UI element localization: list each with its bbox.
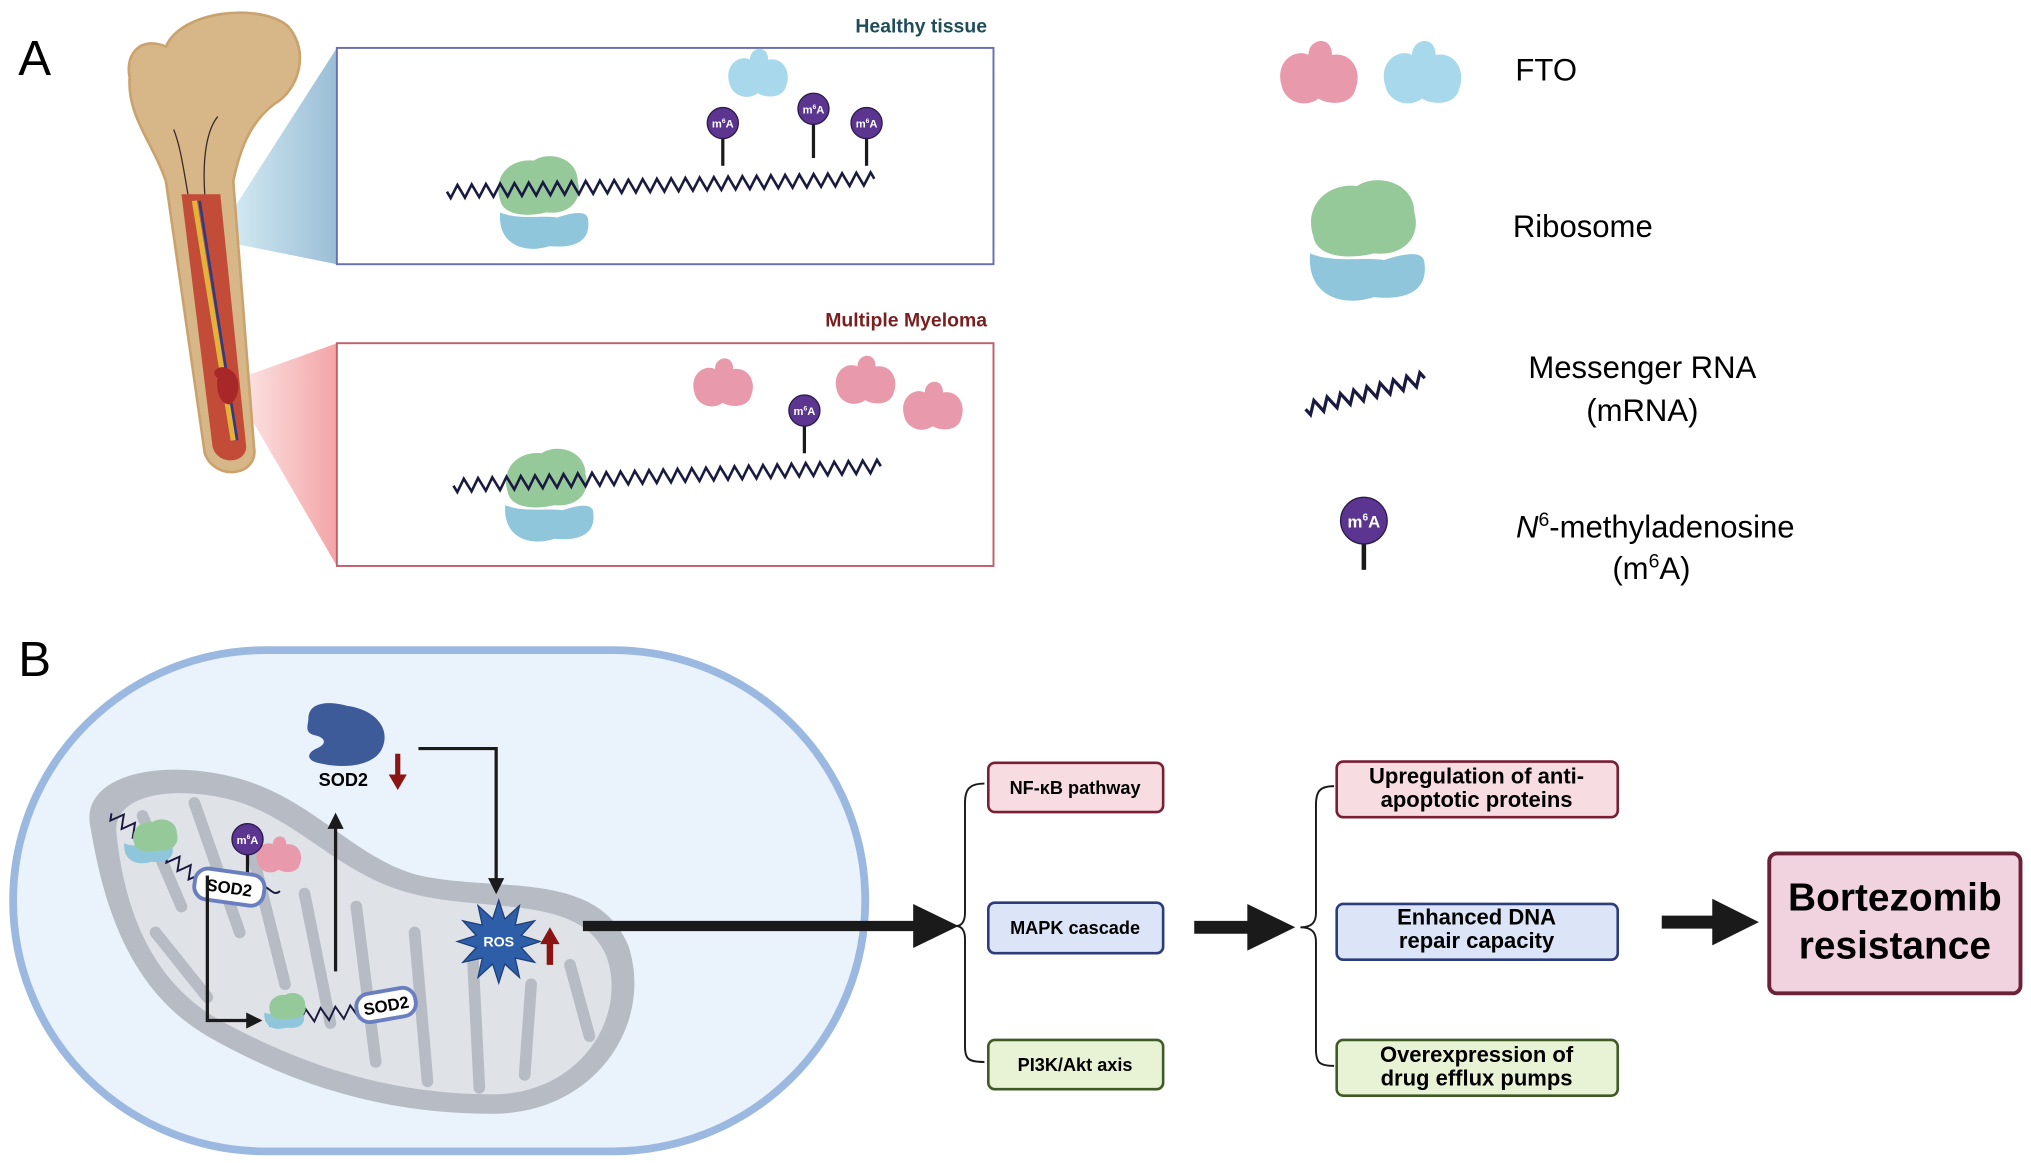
- panel-b-label: B: [18, 632, 51, 687]
- effect-label: Upregulation of anti-: [1369, 764, 1584, 789]
- effect-box: Upregulation of anti- apoptotic proteins: [1335, 760, 1620, 819]
- m6a-label: m6A: [794, 406, 816, 419]
- multiple-myeloma-title: Multiple Myeloma: [825, 309, 987, 331]
- outcome-label: resistance: [1799, 924, 1991, 967]
- effect-label: repair capacity: [1399, 928, 1555, 953]
- legend-mrna-abbrev: (mRNA): [1586, 393, 1698, 428]
- ros-star-icon: [455, 897, 543, 986]
- multiple-myeloma-box: [335, 342, 995, 567]
- m6a-pin: m6A: [788, 394, 821, 454]
- m6a-pin: m6A: [231, 823, 264, 876]
- effects-to-outcome-arrow: [1661, 898, 1759, 946]
- sod2-protein-label: SOD2: [319, 770, 368, 790]
- effect-box: Enhanced DNA repair capacity: [1335, 902, 1620, 961]
- outcome-box: Bortezomib resistance: [1767, 851, 2023, 996]
- sod2-to-ros-arrow: [418, 746, 505, 895]
- healthy-tissue-title: Healthy tissue: [855, 15, 987, 37]
- fto-pink-icon: [1280, 40, 1358, 104]
- pathway-label: PI3K/Akt axis: [1018, 1055, 1133, 1075]
- effect-label: Enhanced DNA: [1397, 905, 1556, 930]
- m6a-circle: [797, 92, 830, 125]
- healthy-tissue-box: [335, 46, 995, 266]
- ros-to-pathways-arrow: [582, 903, 959, 949]
- effect-label: apoptotic proteins: [1381, 787, 1573, 812]
- effect-label: drug efflux pumps: [1381, 1065, 1573, 1090]
- ros-label: ROS: [483, 935, 514, 951]
- brace-effects: [1300, 785, 1335, 1067]
- pathway-label: MAPK cascade: [1010, 918, 1140, 938]
- healthy-zoom-wedge: [213, 47, 337, 265]
- brace-pathways: [955, 782, 985, 1063]
- legend: FTO Ribosome Messenger RNA (mRNA) m6A N6…: [1280, 40, 1795, 586]
- legend-ribosome-label: Ribosome: [1513, 209, 1653, 244]
- pathway-box: MAPK cascade: [987, 901, 1165, 955]
- m6a-pin: m6A: [706, 106, 739, 166]
- effect-box: Overexpression of drug efflux pumps: [1335, 1038, 1620, 1097]
- m6a-circle: [231, 823, 264, 856]
- ribosome-icon: [1309, 180, 1425, 301]
- m6a-pin: m6A: [850, 106, 883, 166]
- outcome-label: Bortezomib: [1788, 876, 2002, 919]
- m6a-label: m6A: [1348, 513, 1381, 532]
- fto-blue-icon: [1383, 40, 1462, 104]
- m6a-circle: [850, 106, 883, 140]
- m6a-pin: m6A: [797, 92, 830, 159]
- m6a-circle: [706, 106, 739, 140]
- effect-label: Overexpression of: [1380, 1042, 1574, 1067]
- mrna-icon: [1304, 369, 1426, 419]
- translation-arrow: [205, 875, 263, 1029]
- legend-mrna-label: Messenger RNA: [1528, 350, 1756, 385]
- m6a-label: m6A: [712, 118, 734, 131]
- mrna-myeloma: [452, 457, 882, 495]
- sod2-gene-pill: [354, 985, 418, 1025]
- decrease-arrow-icon: [388, 753, 407, 791]
- legend-fto-label: FTO: [1515, 52, 1577, 87]
- pathway-box: NF-κB pathway: [987, 761, 1165, 814]
- femur-bone-illustration: [127, 11, 302, 474]
- legend-m6a-label: N6-methyladenosine: [1516, 509, 1795, 545]
- panel-a-label: A: [18, 31, 51, 86]
- m6a-circle: [788, 394, 821, 427]
- mrna-healthy: [445, 169, 876, 201]
- ribosome-myeloma: [505, 448, 594, 542]
- pathways-to-effects-arrow: [1194, 903, 1296, 951]
- pathway-box: PI3K/Akt axis: [987, 1038, 1165, 1091]
- sod2-gene-pill: [192, 866, 267, 908]
- m6a-icon: m6A: [1339, 496, 1388, 570]
- pathway-label: NF-κB pathway: [1010, 778, 1141, 798]
- m6a-circle: [1339, 496, 1388, 545]
- m6a-label: m6A: [237, 834, 259, 847]
- m6a-label: m6A: [856, 118, 878, 131]
- legend-m6a-abbrev: (m6A): [1612, 550, 1690, 586]
- increase-arrow-icon: [540, 927, 560, 965]
- myeloma-zoom-wedge: [239, 343, 337, 566]
- sod2-protein-icon: [307, 703, 385, 766]
- m6a-label: m6A: [803, 104, 825, 117]
